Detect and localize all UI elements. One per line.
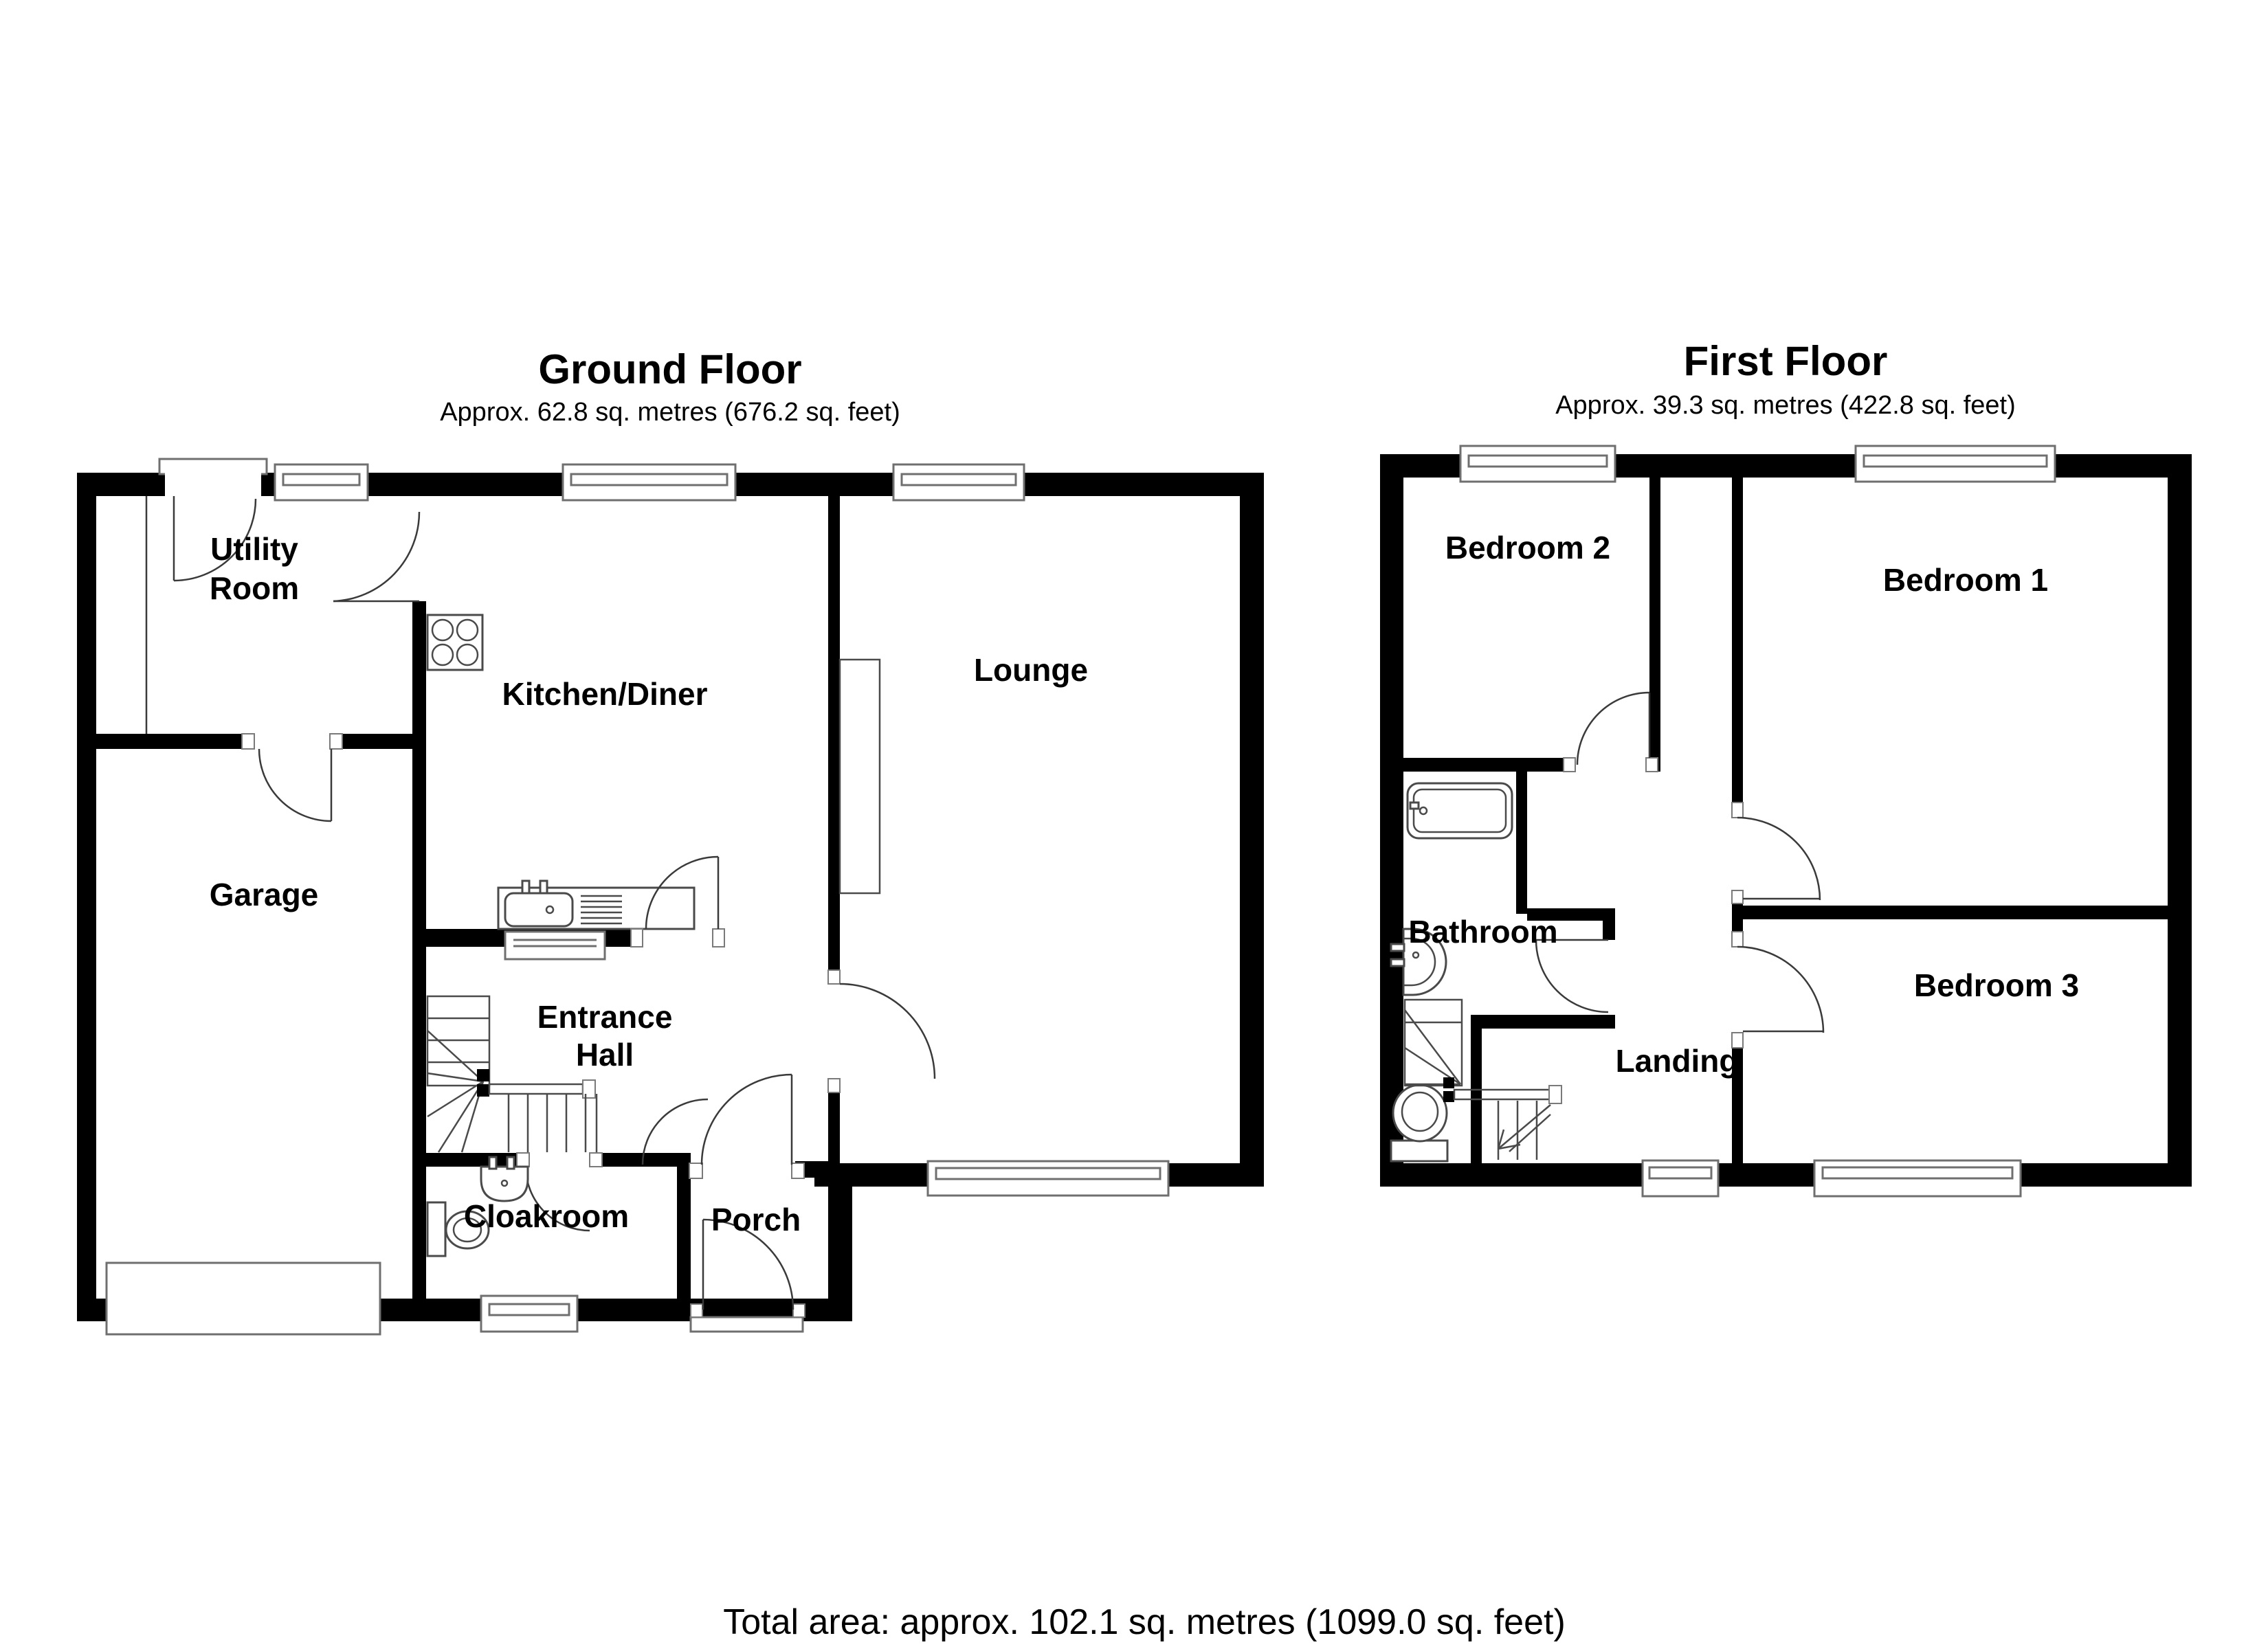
room-label-utility-line2: Room: [210, 570, 299, 606]
first-bottom-wall: [1380, 1163, 2192, 1187]
first-floor-subtitle: Approx. 39.3 sq. metres (422.8 sq. feet): [1555, 391, 2016, 420]
basin-icon: [480, 1156, 529, 1202]
room-label-garage: Garage: [210, 877, 319, 912]
room-label-bathroom: Bathroom: [1408, 914, 1557, 950]
cloakroom-top-wall-right: [602, 1153, 691, 1167]
first-basin-icon: [1390, 928, 1447, 996]
ground-floor-title: Ground Floor: [538, 346, 801, 392]
first-floor-plan: First Floor Approx. 39.3 sq. metres (422…: [1380, 338, 2192, 1198]
room-label-bedroom2: Bedroom 2: [1445, 530, 1610, 565]
lounge-bottom-window-icon: [926, 1160, 1170, 1197]
bathroom-jog-wall: [1527, 908, 1615, 921]
kitchen-door-icon: [630, 855, 725, 947]
room-label-hall-line1: Entrance: [537, 999, 673, 1035]
bathtub-icon: [1406, 782, 1513, 840]
ground-floor-plan: Ground Floor Approx. 62.8 sq. metres (67…: [77, 346, 1264, 1336]
room-label-cloakroom: Cloakroom: [464, 1198, 629, 1234]
bathroom-door-icon: [1535, 939, 1609, 1013]
first-stairs-icon: [1403, 998, 1562, 1160]
kitchen-hatch-window-icon: [504, 930, 606, 961]
cloakroom-window-icon: [480, 1294, 579, 1333]
room-label-bedroom3: Bedroom 3: [1914, 967, 2079, 1003]
bathroom-right-wall: [1516, 772, 1527, 914]
bathroom-door-stub: [1603, 921, 1615, 940]
total-area-text: Total area: approx. 102.1 sq. metres (10…: [723, 1602, 1566, 1642]
room-label-porch: Porch: [711, 1202, 801, 1237]
kitchen-window-icon: [562, 463, 737, 502]
chimney-breast: [838, 658, 881, 895]
bedroom1-window-icon: [1854, 445, 2056, 483]
ground-left-wall: [77, 473, 96, 1321]
bedroom3-window-icon: [1813, 1159, 2022, 1198]
utility-kitchen-door-icon: [333, 511, 421, 603]
stairs-icon: [426, 995, 598, 1153]
bedroom3-door-icon: [1731, 931, 1825, 1048]
room-label-lounge: Lounge: [974, 652, 1088, 688]
porch-door-icon: [641, 1073, 805, 1179]
front-door-icon: [689, 1218, 805, 1333]
bedroom2-right-wall: [1649, 478, 1660, 772]
utility-entry-door-icon: [158, 458, 268, 582]
ground-right-wall: [1240, 473, 1264, 1187]
kitchen-lounge-wall-upper: [828, 496, 840, 984]
bedroom2-door-icon: [1563, 691, 1658, 772]
utility-window-icon: [274, 463, 369, 502]
utility-garage-door-icon: [241, 733, 343, 822]
landing-window-icon: [1641, 1159, 1720, 1198]
bedroom1-bedroom3-wall: [1743, 906, 2168, 919]
bedroom1-left-wall-upper: [1732, 478, 1743, 818]
cloakroom-porch-wall: [677, 1165, 691, 1299]
garage-spine-wall: [412, 601, 426, 1299]
room-label-bedroom1: Bedroom 1: [1883, 562, 2048, 598]
room-label-kitchen: Kitchen/Diner: [502, 676, 707, 712]
garage-door-icon: [105, 1261, 381, 1336]
first-left-wall: [1380, 454, 1403, 1187]
kitchen-sink-icon: [497, 879, 696, 930]
utility-garage-wall-left: [96, 734, 242, 749]
first-right-wall: [2168, 454, 2192, 1187]
bedroom2-bottom-wall: [1403, 758, 1564, 772]
kitchen-lounge-wall-lower: [828, 1079, 840, 1163]
room-label-utility-line1: Utility: [210, 531, 298, 567]
bathroom-south-wall: [1471, 1015, 1615, 1029]
room-label-hall-line2: Hall: [576, 1037, 634, 1073]
toilet-icon: [426, 1201, 490, 1257]
stove-icon: [426, 614, 484, 671]
cloakroom-top-wall-left: [412, 1153, 517, 1167]
room-label-landing: Landing: [1616, 1043, 1739, 1079]
ground-floor-subtitle: Approx. 62.8 sq. metres (676.2 sq. feet): [440, 398, 900, 427]
bedroom1-door-icon: [1731, 802, 1821, 904]
first-toilet-icon: [1390, 1084, 1449, 1163]
bedroom2-window-icon: [1459, 445, 1616, 483]
porch-right-wall: [828, 1178, 852, 1299]
utility-garage-wall-right: [342, 734, 412, 749]
first-floor-title: First Floor: [1684, 338, 1888, 384]
lounge-top-window-icon: [892, 463, 1025, 502]
bedroom3-left-wall-lower: [1732, 1033, 1743, 1163]
lounge-door-icon: [827, 969, 936, 1093]
